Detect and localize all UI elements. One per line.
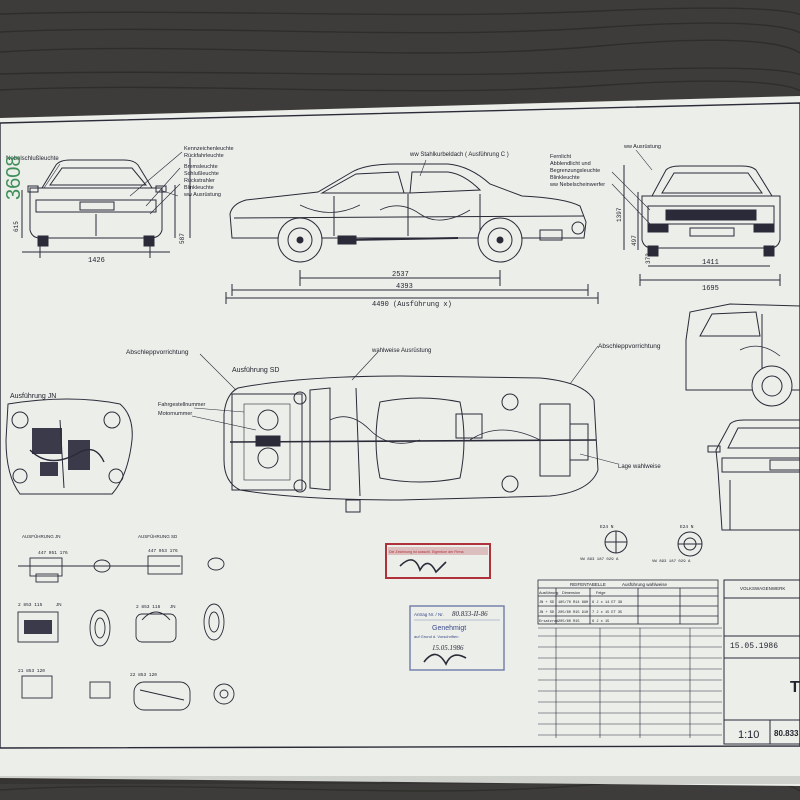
label-tow-front: Abschleppvorrichtung bbox=[598, 343, 661, 350]
symbol-code-left: E24 N bbox=[600, 524, 614, 530]
label-optional-equipment: wahlweise Ausrüstung bbox=[371, 348, 431, 354]
label-ww-option: ww Ausrüstung bbox=[183, 192, 221, 198]
label-dipped: Abblendlicht und bbox=[550, 161, 591, 167]
wood-grain-line bbox=[0, 80, 800, 92]
dim-wheelbase: 2537 bbox=[392, 271, 409, 279]
table-row-2-b: 205/60 R15 91H bbox=[558, 610, 588, 615]
label-reverse-lamp: Rückfahrleuchte bbox=[184, 153, 224, 159]
approval-stamp bbox=[409, 605, 505, 671]
red-stamp bbox=[385, 543, 491, 579]
label-variant-sd: Ausführung SD bbox=[232, 367, 279, 374]
table-row-1-b: 185/70 R14 88H bbox=[558, 600, 588, 605]
dim-rear-width: 1426 bbox=[88, 257, 105, 265]
label-position: Begrenzungsleuchte bbox=[550, 168, 600, 174]
label-plate-lamp: Kennzeichenleuchte bbox=[184, 146, 234, 152]
wood-grain-line bbox=[0, 39, 800, 54]
table-row-1-c: 6 J x 14 ET 38 bbox=[592, 601, 622, 605]
label-sunroof: ww Stahlkurbeldach ( Ausführung C ) bbox=[409, 152, 509, 158]
titleblock-drawing-number: 80.833 bbox=[774, 729, 799, 738]
table-row-3-a: Ersatzrad bbox=[539, 619, 558, 624]
titleblock-date: 15.05.1986 bbox=[730, 642, 778, 651]
table-row-3-c: 6 J x 15 bbox=[592, 620, 609, 624]
approval-stamp-sub: auf Grund d. Vorschriften bbox=[414, 634, 458, 639]
part-number-6: 22 853 120 bbox=[130, 672, 157, 678]
table-row-2-a: JN + SD bbox=[539, 611, 554, 615]
revision-grid bbox=[538, 627, 722, 738]
table-row-1-a: JN + SD bbox=[539, 601, 554, 605]
part-number-5: 21 853 120 bbox=[18, 668, 45, 674]
label-engine-number: Motornummer bbox=[158, 411, 192, 417]
label-brake-lamp: Bremsleuchte bbox=[184, 164, 218, 170]
part-group-b: AUSFÜHRUNG SD bbox=[138, 533, 178, 539]
light-symbols bbox=[604, 530, 703, 557]
title-block bbox=[723, 579, 800, 745]
part-number-1: 447 951 176 bbox=[38, 550, 68, 556]
table-col-1: Ausführung bbox=[539, 591, 558, 595]
approval-stamp-number: 80.833-II-86 bbox=[452, 610, 488, 618]
dim-front-width: 1695 bbox=[702, 285, 719, 293]
part-group-c: JN bbox=[56, 602, 62, 607]
part-number-3: 2 853 115 bbox=[18, 602, 43, 608]
engine-bay-view bbox=[5, 398, 133, 495]
titleblock-letter: T bbox=[790, 679, 800, 696]
part-number-2: 447 953 176 bbox=[148, 548, 178, 554]
rear-view-car bbox=[21, 158, 191, 258]
dim-overall: 4393 bbox=[396, 283, 413, 291]
symbol-code-right: E24 N bbox=[680, 524, 694, 530]
wood-grain-line bbox=[0, 22, 800, 34]
partial-rear-view bbox=[707, 419, 800, 531]
wood-grain-line bbox=[0, 67, 800, 76]
label-headlight: Fernlicht bbox=[550, 154, 572, 160]
approval-stamp-date: 15.05.1986 bbox=[432, 644, 464, 652]
part-group-d: JN bbox=[170, 604, 176, 609]
dim-overall-x: 4490 (Ausführung x) bbox=[372, 301, 452, 309]
approval-stamp-word: Genehmigt bbox=[432, 625, 466, 632]
green-handwritten-number: 3608 bbox=[3, 156, 25, 201]
dim-front-low: 373 bbox=[645, 253, 652, 264]
part-group-a: AUSFÜHRUNG JN bbox=[22, 533, 61, 539]
table-col-2: Dimension bbox=[562, 591, 580, 595]
leader-lines bbox=[43, 149, 653, 465]
label-ww-option-front: ww Ausrüstung bbox=[623, 144, 661, 150]
label-reflector: Rückstrahler bbox=[184, 178, 215, 184]
titleblock-company: VOLKSWAGENWERK bbox=[740, 586, 785, 591]
label-tail-lamp: Schlußleuchte bbox=[184, 171, 219, 177]
top-view-car bbox=[223, 375, 599, 513]
approval-stamp-head: Antrag Nr. / Nr. bbox=[414, 612, 444, 617]
label-variant-jn: Ausführung JN bbox=[10, 393, 56, 400]
dim-front-height: 1397 bbox=[616, 207, 623, 222]
dim-front-mid: 497 bbox=[631, 235, 638, 246]
part-number-4: 2 853 116 bbox=[136, 604, 161, 610]
label-front-fog: ww Nebelscheinwerfer bbox=[549, 182, 605, 188]
table-row-2-c: 7 J x 15 ET 35 bbox=[592, 611, 622, 615]
tyre-table bbox=[537, 579, 719, 625]
wood-grain-line bbox=[0, 7, 800, 16]
label-chassis-number: Fahrgestellnummer bbox=[158, 402, 206, 408]
table-title-2: Ausführung wahlweise bbox=[622, 582, 668, 587]
dim-front-track: 1411 bbox=[702, 259, 719, 267]
paper-shadow bbox=[0, 776, 800, 784]
titleblock-scale: 1:10 bbox=[738, 729, 759, 741]
label-optional-position: Lage wahlweise bbox=[618, 464, 661, 470]
label-fog-lamp: Nebelschlußleuchte bbox=[6, 156, 59, 162]
table-title: REIFENTABELLE bbox=[570, 582, 606, 587]
side-view-car bbox=[225, 163, 599, 304]
symbol-code-right-2: VW 893 187 029 A bbox=[652, 560, 691, 564]
label-tow-rear: Abschleppvorrichtung bbox=[126, 349, 189, 356]
front-view-car bbox=[623, 165, 781, 286]
label-indicator-front: Blinkleuchte bbox=[550, 175, 580, 181]
dim-rear-height: 587 bbox=[179, 233, 186, 244]
label-indicator: Blinkleuchte bbox=[184, 185, 214, 191]
dim-rear-low: 615 bbox=[13, 221, 20, 232]
part-detail-sketches bbox=[17, 555, 235, 711]
partial-side-view bbox=[685, 303, 800, 407]
red-stamp-text: Die Zeichnung ist ausschl. Eigentum der … bbox=[389, 550, 464, 554]
table-col-3: Felge bbox=[596, 591, 606, 595]
symbol-code-left-2: VW 893 187 029 A bbox=[580, 558, 619, 562]
drawing-border bbox=[0, 102, 800, 749]
table-row-3-b: 205/60 R15 bbox=[558, 619, 580, 624]
